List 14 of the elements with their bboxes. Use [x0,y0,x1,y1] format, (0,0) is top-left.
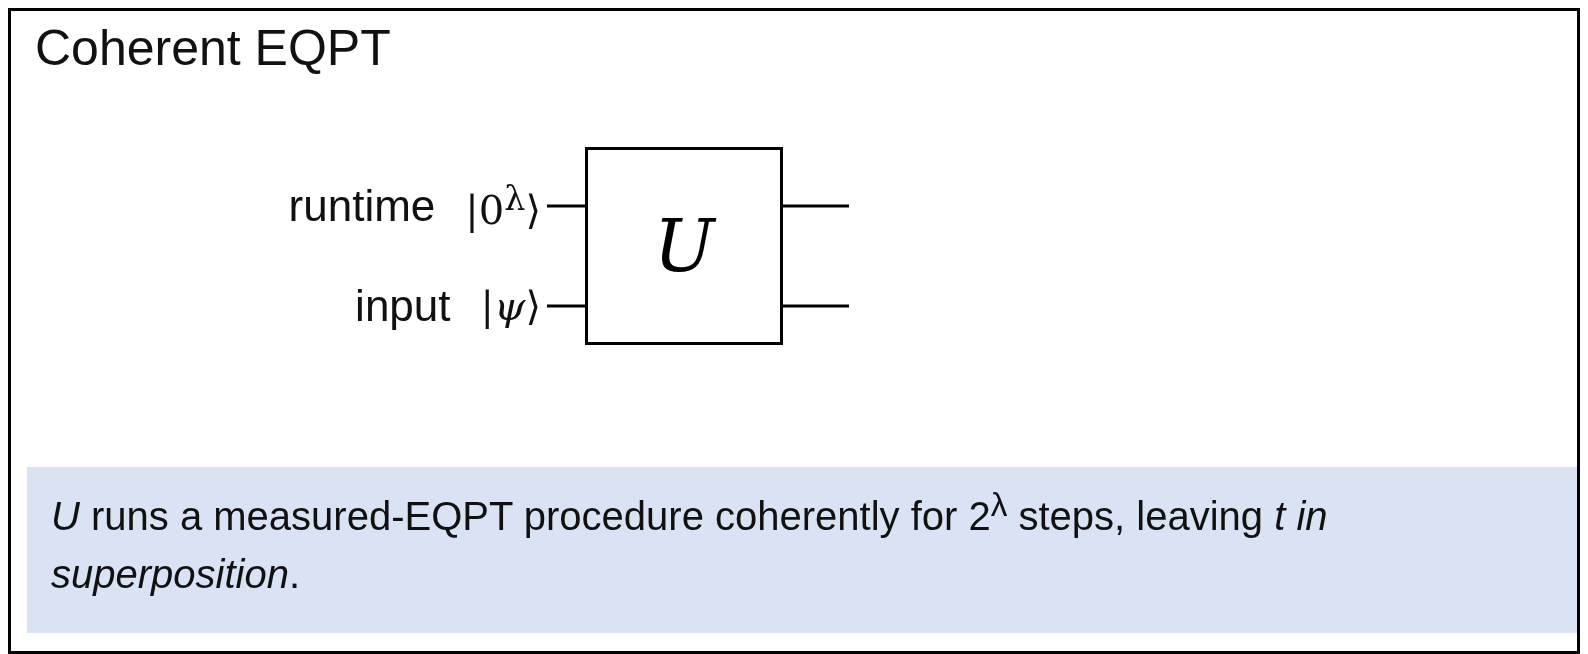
wire-line [547,304,585,308]
gate-label: U [653,204,715,288]
note-text: U runs a measured-EQPT procedure coherently for 2$^{λ}$ steps, leaving t in superposition. [51,485,1329,599]
panel-title: Coherent EQPT [35,19,391,77]
wire-line [783,204,849,208]
wire-line [547,204,585,208]
ket-state: |ψ⟩ [480,283,547,329]
wire-label: runtime [288,181,436,231]
wire-label: input [355,281,451,331]
ket-state: |0$^{λ}$⟩ [465,178,547,234]
wire-line [783,304,849,308]
note-band [27,467,1577,633]
panel-frame [8,8,1580,654]
gate-box [585,147,783,345]
